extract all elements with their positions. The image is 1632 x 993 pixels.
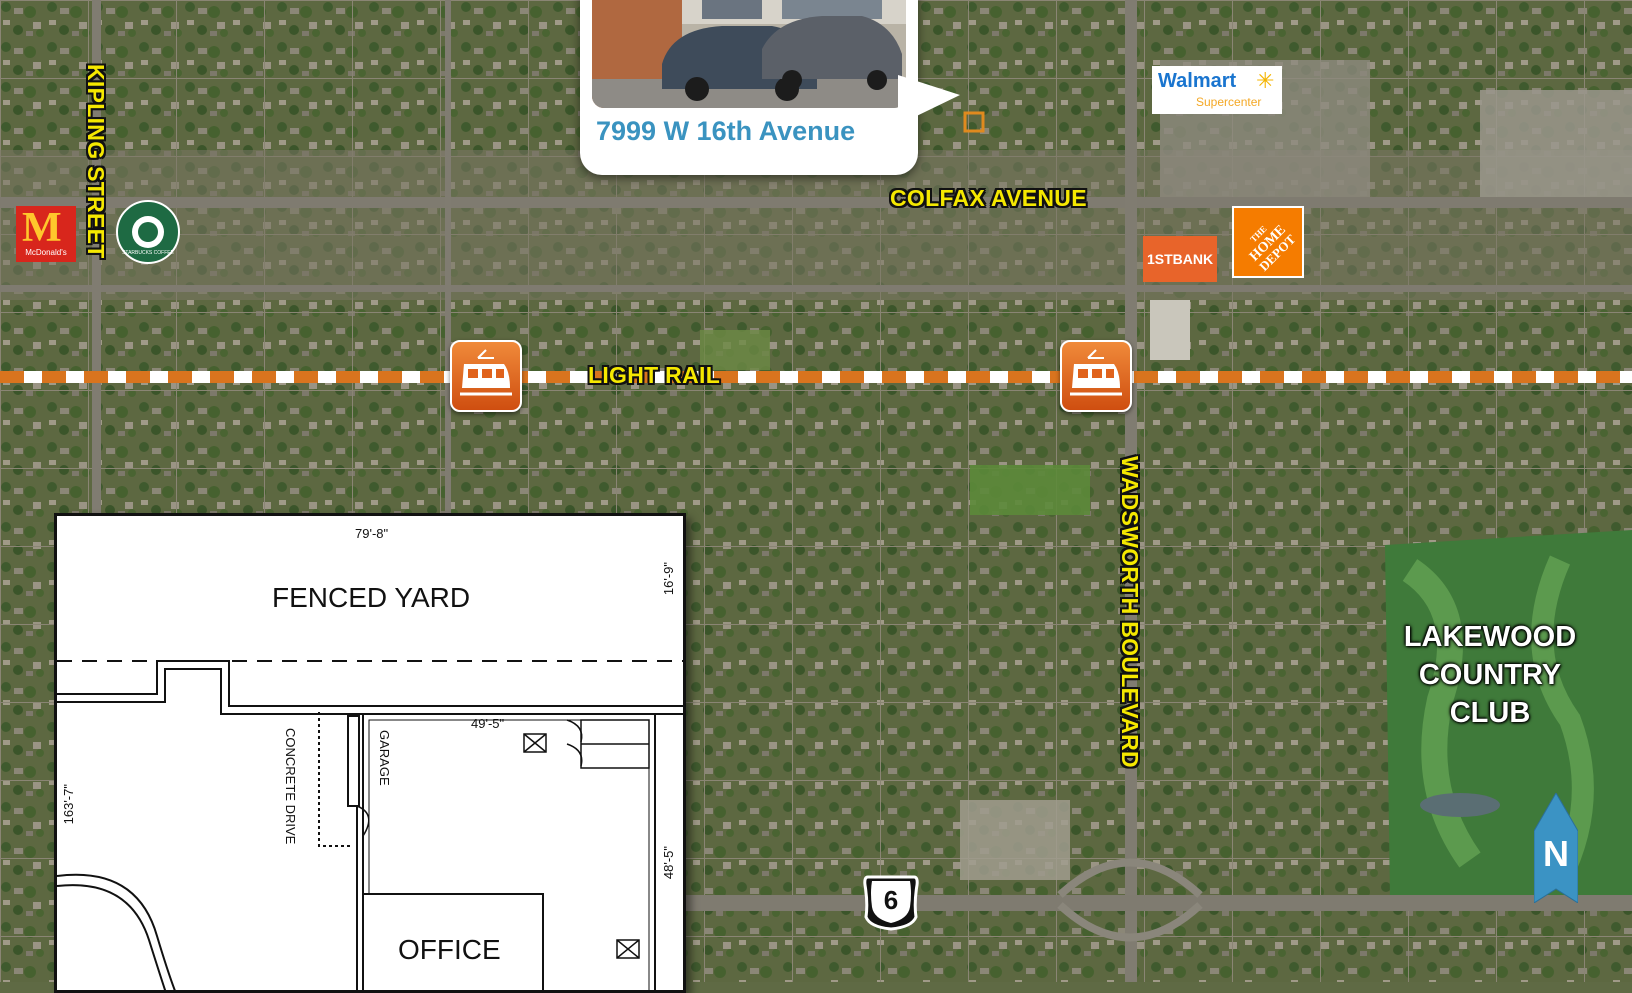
train-icon [450, 340, 522, 412]
golden-arches-icon: M [22, 205, 62, 251]
starbucks-logo: STARBUCKS COFFEE [116, 200, 180, 264]
walmart-spark-icon: ✳ [1256, 68, 1275, 93]
dimension-interior-width: 49'-5" [471, 716, 505, 731]
north-arrow-icon: N [1533, 792, 1579, 904]
train-icon [1060, 340, 1132, 412]
x-box-icon [616, 939, 640, 959]
property-marker [963, 111, 985, 133]
walmart-logo: Walmart Supercenter ✳ [1152, 66, 1282, 114]
dimension-width-top: 79'-8" [355, 526, 389, 541]
siren-icon [138, 222, 158, 242]
mcdonalds-logo: M McDonald's [16, 205, 76, 262]
home-depot-logo: THE HOME DEPOT [1232, 206, 1304, 278]
concrete-drive-label: CONCRETE DRIVE [283, 728, 298, 845]
wadsworth-boulevard-label: WADSWORTH BOULEVARD [1117, 456, 1143, 768]
floor-plan: 79'-8" FENCED YARD 16'-9" 49'-5" GARAGE … [54, 513, 686, 993]
lakewood-country-club-label: LAKEWOOD COUNTRY CLUB [1403, 621, 1577, 729]
firstbank-logo: 1STBANK [1143, 236, 1217, 282]
north-label: N [1543, 833, 1569, 874]
callout-pointer [898, 75, 960, 125]
office-label: OFFICE [398, 934, 501, 965]
dimension-total-depth: 163'-7" [61, 784, 76, 825]
highway-6-shield: 6 [862, 873, 920, 931]
kipling-street-label: KIPLING STREET [83, 64, 109, 259]
property-address: 7999 W 16th Avenue [596, 116, 856, 146]
colfax-avenue-label: COLFAX AVENUE [890, 185, 1087, 211]
x-box-icon [523, 733, 547, 753]
fenced-yard-label: FENCED YARD [272, 582, 471, 613]
garage-label: GARAGE [377, 730, 392, 786]
light-rail-label: LIGHT RAIL [588, 362, 721, 388]
dimension-yard-depth: 16'-9" [661, 562, 676, 596]
property-photo [592, 0, 906, 108]
dimension-interior-depth: 48'-5" [661, 846, 676, 880]
shield-icon [863, 875, 919, 931]
property-callout: 7999 W 16th Avenue [580, 0, 960, 175]
